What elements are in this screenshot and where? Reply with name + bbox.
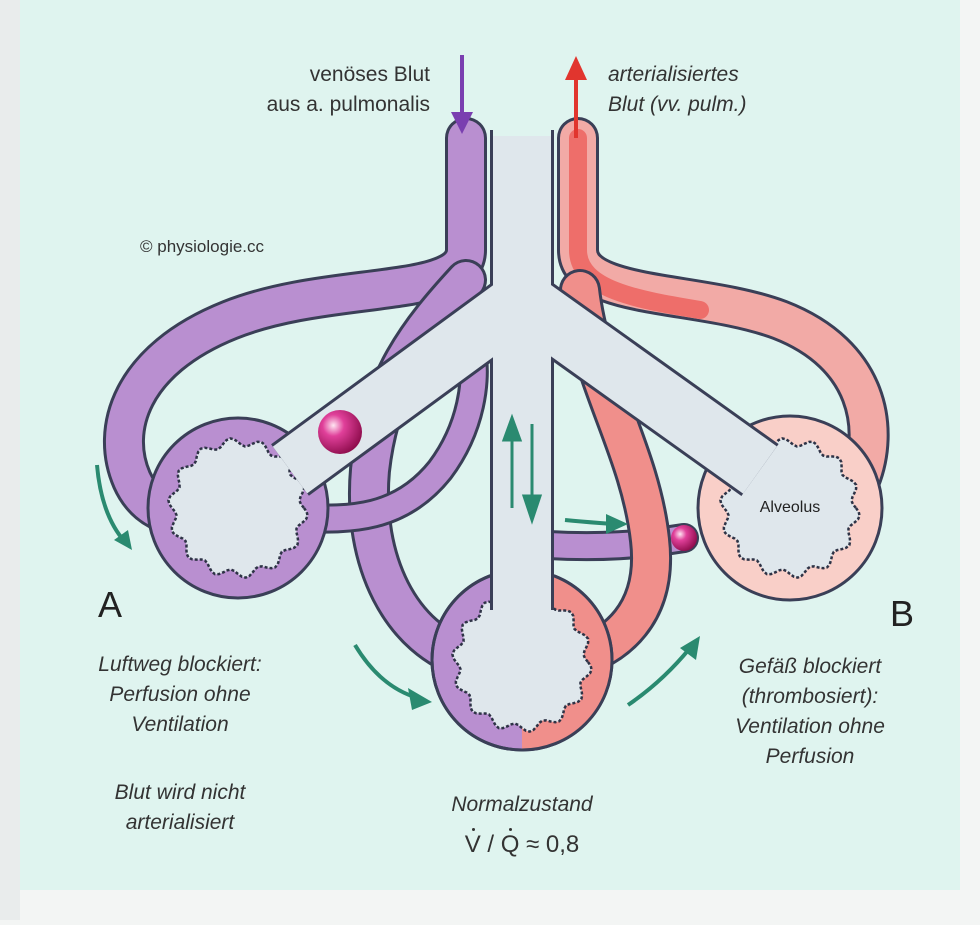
venous-blood-label: venöses Blut aus a. pulmonalis [190, 60, 430, 120]
arterial-label-line2: Blut (vv. pulm.) [608, 90, 828, 120]
formula-value: ≈ 0,8 [519, 831, 579, 858]
venous-label-line1: venöses Blut [190, 60, 430, 90]
left-shadow-strip [0, 0, 20, 920]
venous-label-line2: aus a. pulmonalis [190, 90, 430, 120]
case-a-line3: Ventilation [60, 710, 300, 740]
airway-top-cap [493, 128, 551, 136]
thrombus-icon [671, 525, 697, 551]
case-b-line1: Gefäß blockiert [680, 652, 940, 682]
case-b-line2: (thrombosiert): [680, 682, 940, 712]
arterial-blood-label: arterialisiertes Blut (vv. pulm.) [608, 60, 828, 120]
case-a-line2: Perfusion ohne [60, 680, 300, 710]
case-b-line3: Ventilation ohne [680, 712, 940, 742]
label-a: A [98, 585, 122, 625]
label-b: B [890, 594, 914, 634]
formula-q: Q [501, 830, 520, 860]
case-a-line1: Luftweg blockiert: [60, 650, 300, 680]
normal-state-label: Normalzustand [392, 790, 652, 820]
case-a-note: Blut wird nicht arterialisiert [60, 778, 300, 838]
thrombus-icon [318, 410, 362, 454]
formula-v: V [465, 830, 481, 860]
vq-ratio-formula: V / Q ≈ 0,8 [392, 830, 652, 860]
case-b-description: Gefäß blockiert (thrombosiert): Ventilat… [680, 652, 940, 772]
formula-slash: / [481, 831, 501, 858]
arterial-label-line1: arterialisiertes [608, 60, 828, 90]
case-a-note-line2: arterialisiert [60, 808, 300, 838]
case-b-line4: Perfusion [680, 742, 940, 772]
copyright-label: © physiologie.cc [140, 232, 264, 262]
alveolus-label: Alveolus [730, 493, 850, 523]
case-a-description: Luftweg blockiert: Perfusion ohne Ventil… [60, 650, 300, 740]
case-a-note-line1: Blut wird nicht [60, 778, 300, 808]
